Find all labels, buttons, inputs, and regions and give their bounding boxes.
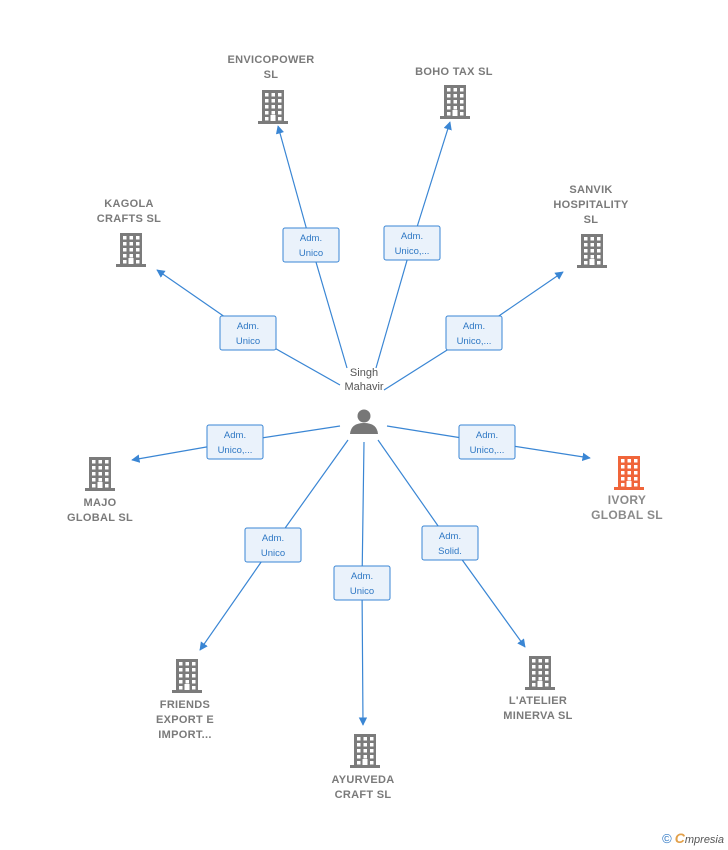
relation-label-ivory[interactable]: Adm. Unico,... <box>458 424 516 460</box>
relation-label-envicopower[interactable]: Adm. Unico <box>282 227 340 263</box>
relation-label-text: Unico,... <box>218 445 253 456</box>
relation-label-box <box>244 527 302 563</box>
company-name: GLOBAL SL <box>591 508 663 522</box>
company-node-sanvik[interactable]: SANVIK HOSPITALITY SL <box>553 184 629 268</box>
company-name: CRAFTS SL <box>97 213 161 225</box>
company-name: ENVICOPOWER <box>227 54 314 66</box>
relation-label-friends[interactable]: Adm. Unico <box>244 527 302 563</box>
company-name: AYURVEDA <box>332 774 395 786</box>
relation-label-text: Adm. <box>439 531 461 542</box>
relation-label-box <box>458 424 516 460</box>
company-name: KAGOLA <box>104 198 153 210</box>
footer-brand: ©Cmpresia <box>662 830 724 846</box>
relation-label-boho-tax[interactable]: Adm. Unico,... <box>383 225 441 261</box>
relation-label-text: Unico,... <box>470 445 505 456</box>
building-icon <box>172 659 202 693</box>
company-node-latelier[interactable]: L'ATELIER MINERVA SL <box>503 656 572 722</box>
company-name: SANVIK <box>569 184 612 196</box>
company-node-kagola[interactable]: KAGOLA CRAFTS SL <box>97 198 161 267</box>
relation-label-text: Adm. <box>351 571 373 582</box>
building-icon <box>116 233 146 267</box>
relation-label-box <box>383 225 441 261</box>
relation-label-text: Adm. <box>300 233 322 244</box>
company-node-ayurveda[interactable]: AYURVEDA CRAFT SL <box>332 734 395 801</box>
relation-label-box <box>333 565 391 601</box>
relation-label-kagola[interactable]: Adm. Unico <box>219 315 277 351</box>
company-name: GLOBAL SL <box>67 512 133 524</box>
company-name: IMPORT... <box>158 729 211 741</box>
brand-initial: C <box>674 830 685 846</box>
relation-label-latelier[interactable]: Adm. Solid. <box>421 525 479 561</box>
relation-label-box <box>206 424 264 460</box>
brand-name: mpresia <box>684 834 724 846</box>
company-name: IVORY <box>608 493 646 507</box>
relation-label-text: Unico,... <box>395 246 430 257</box>
company-name: MAJO <box>84 497 117 509</box>
copyright-icon: © <box>662 831 672 846</box>
person-name: Singh <box>350 367 378 379</box>
relation-label-text: Adm. <box>237 321 259 332</box>
relation-label-ayurveda[interactable]: Adm. Unico <box>333 565 391 601</box>
relation-label-sanvik[interactable]: Adm. Unico,... <box>445 315 503 351</box>
company-name: EXPORT E <box>156 714 214 726</box>
relation-label-text: Adm. <box>224 430 246 441</box>
company-name: MINERVA SL <box>503 710 572 722</box>
relation-label-text: Unico <box>299 248 323 259</box>
person-icon <box>350 409 378 434</box>
company-name: FRIENDS <box>160 699 210 711</box>
relation-label-text: Unico,... <box>457 336 492 347</box>
relation-label-text: Adm. <box>463 321 485 332</box>
relation-label-box <box>445 315 503 351</box>
company-name: SL <box>584 214 599 226</box>
company-name: BOHO TAX SL <box>415 66 493 78</box>
building-icon <box>258 90 288 124</box>
company-name: SL <box>264 69 279 81</box>
relation-label-text: Adm. <box>401 231 423 242</box>
company-node-boho-tax[interactable]: BOHO TAX SL <box>415 66 493 119</box>
relation-label-text: Unico <box>261 548 285 559</box>
company-name: L'ATELIER <box>509 695 567 707</box>
company-node-envicopower[interactable]: ENVICOPOWER SL <box>227 54 314 124</box>
building-icon <box>85 457 115 491</box>
relation-label-box <box>219 315 277 351</box>
building-icon <box>614 456 644 490</box>
building-icon <box>577 234 607 268</box>
relation-label-majo[interactable]: Adm. Unico,... <box>206 424 264 460</box>
relation-label-text: Unico <box>350 586 374 597</box>
company-name: CRAFT SL <box>335 789 392 801</box>
relation-label-text: Solid. <box>438 546 462 557</box>
company-node-majo[interactable]: MAJO GLOBAL SL <box>67 457 133 524</box>
person-name: Mahavir <box>344 381 383 393</box>
relation-label-text: Adm. <box>262 533 284 544</box>
building-icon <box>440 85 470 119</box>
building-icon <box>350 734 380 768</box>
building-icon <box>525 656 555 690</box>
relation-label-box <box>421 525 479 561</box>
company-node-friends[interactable]: FRIENDS EXPORT E IMPORT... <box>156 659 214 741</box>
relation-label-text: Unico <box>236 336 260 347</box>
relation-label-box <box>282 227 340 263</box>
company-name: HOSPITALITY <box>553 199 629 211</box>
relation-label-text: Adm. <box>476 430 498 441</box>
